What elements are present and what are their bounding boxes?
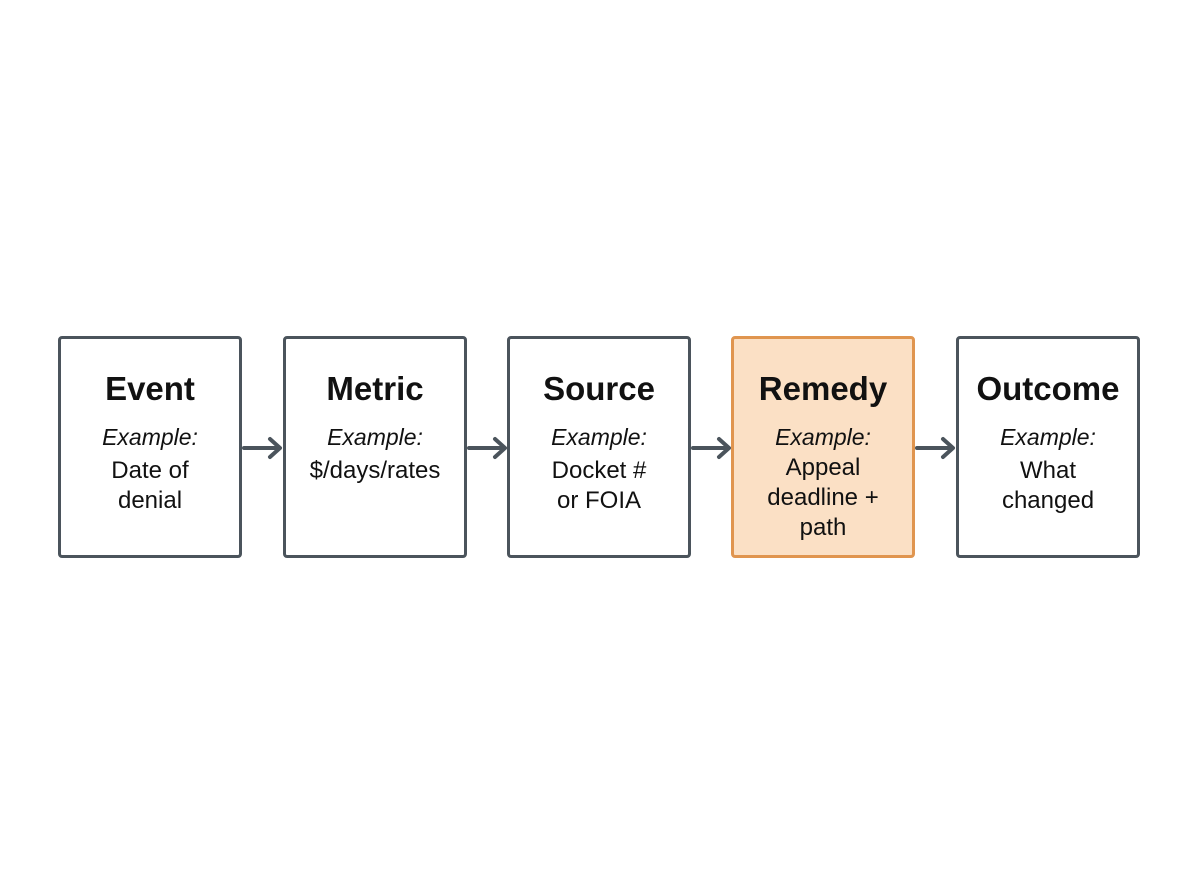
step-example-label: Example: bbox=[775, 424, 871, 450]
arrow-right-icon bbox=[242, 436, 284, 460]
step-remedy: Remedy Example: Appeal deadline + path bbox=[731, 336, 915, 558]
step-detail: Docket # or FOIA bbox=[551, 457, 647, 514]
step-source: Source Example: Docket # or FOIA bbox=[507, 336, 691, 558]
step-example-label: Example: bbox=[1000, 424, 1096, 450]
step-title: Source bbox=[543, 370, 655, 407]
step-metric: Metric Example: $/days/rates bbox=[283, 336, 467, 558]
step-title: Event bbox=[105, 370, 195, 407]
arrow-right-icon bbox=[467, 436, 509, 460]
step-detail: Appeal deadline + path bbox=[767, 454, 879, 541]
step-example-label: Example: bbox=[102, 424, 198, 450]
step-title: Metric bbox=[326, 370, 424, 407]
step-event: Event Example: Date of denial bbox=[58, 336, 242, 558]
step-example-label: Example: bbox=[551, 424, 647, 450]
step-title: Outcome bbox=[976, 370, 1120, 407]
step-detail: Date of denial bbox=[111, 457, 189, 514]
step-example-label: Example: bbox=[327, 424, 423, 450]
step-detail: What changed bbox=[1001, 457, 1095, 514]
arrow-right-icon bbox=[691, 436, 733, 460]
step-outcome: Outcome Example: What changed bbox=[956, 336, 1140, 558]
arrow-right-icon bbox=[915, 436, 957, 460]
step-title: Remedy bbox=[758, 370, 888, 407]
step-detail: $/days/rates bbox=[309, 457, 441, 484]
